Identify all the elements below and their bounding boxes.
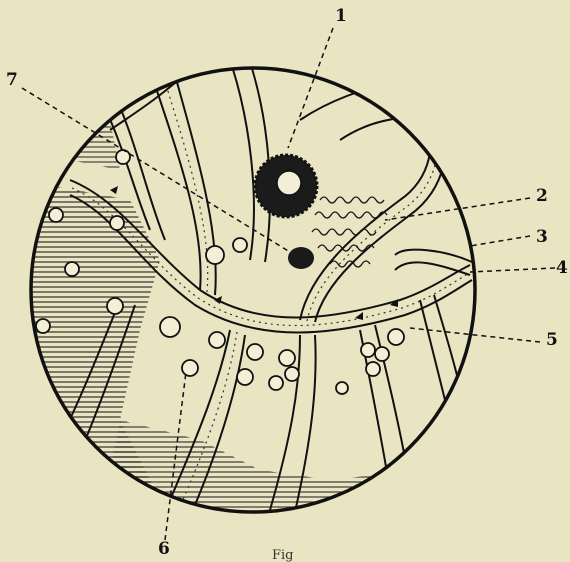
leader-1 [288, 28, 333, 148]
label-4: 4 [556, 260, 568, 277]
label-6: 6 [158, 541, 170, 558]
label-7: 7 [6, 72, 18, 89]
label-3: 3 [536, 229, 548, 246]
leader-4 [470, 268, 555, 272]
leader-3 [470, 236, 530, 246]
pigment-spot [288, 247, 314, 269]
spiral-fibres [312, 197, 387, 267]
figure-caption: Fig [272, 548, 294, 562]
label-2: 2 [536, 188, 548, 205]
nucleus [255, 155, 317, 217]
label-5: 5 [546, 332, 558, 349]
label-1: 1 [335, 8, 347, 25]
